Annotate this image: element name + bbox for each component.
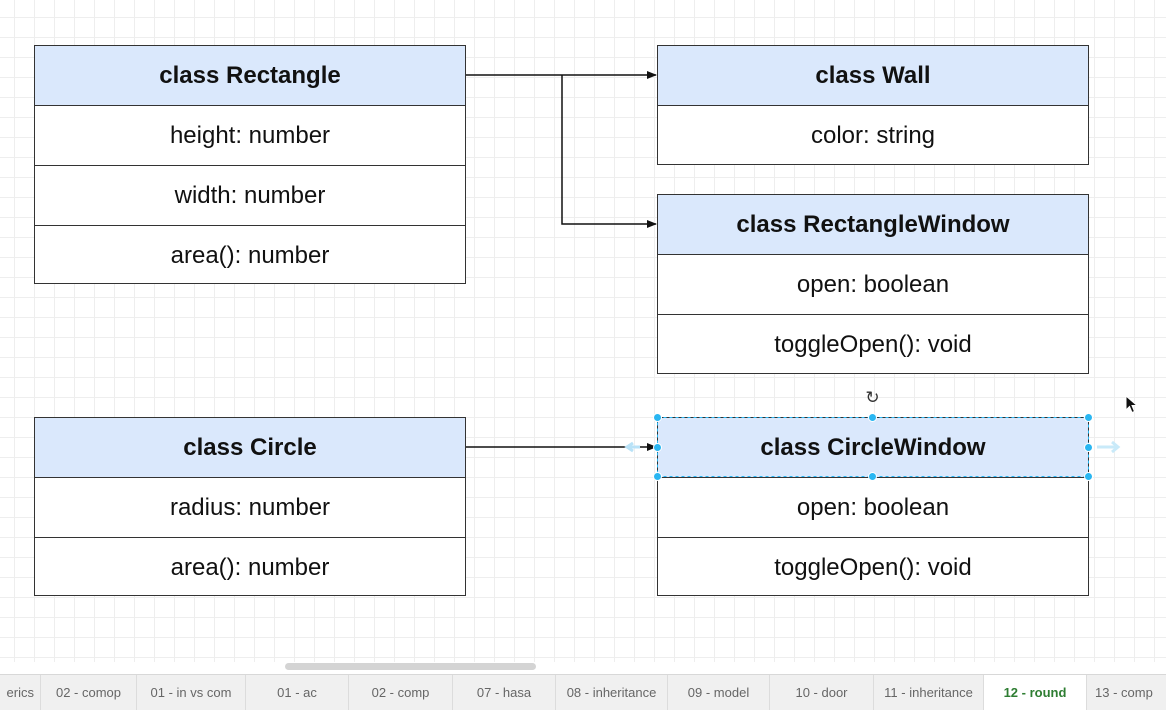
class-circle-method-area[interactable]: area(): number xyxy=(170,553,330,581)
resize-handle-bottom[interactable] xyxy=(868,472,877,481)
resize-handle-bottom-left[interactable] xyxy=(653,472,662,481)
resize-handle-top-right[interactable] xyxy=(1084,413,1093,422)
edge-rectangle-to-rectangle-window[interactable] xyxy=(561,75,657,228)
horizontal-scrollbar[interactable] xyxy=(285,663,536,670)
page-tab-13-comp[interactable]: 13 - comp xyxy=(1095,685,1153,700)
class-wall-field-color[interactable]: color: string xyxy=(810,121,936,149)
page-tab-01-ac[interactable]: 01 - ac xyxy=(246,675,349,710)
class-circle-window-box[interactable]: class CircleWindow open: boolean toggleO… xyxy=(657,417,1089,596)
page-tab-08-inheritance[interactable]: 08 - inheritance xyxy=(556,675,668,710)
class-circle-window-header[interactable]: class CircleWindow xyxy=(658,418,1088,478)
class-rectangle-window-method-toggle-open[interactable]: toggleOpen(): void xyxy=(774,330,972,358)
hover-arrow-right-icon[interactable] xyxy=(1097,440,1121,454)
resize-handle-top[interactable] xyxy=(868,413,877,422)
page-tab-02-comp[interactable]: 02 - comp xyxy=(349,675,453,710)
page-tab-01-in-vs-com[interactable]: 01 - in vs com xyxy=(137,675,246,710)
mouse-pointer-icon xyxy=(1125,395,1139,414)
class-circle-window-method-toggle-open[interactable]: toggleOpen(): void xyxy=(774,553,972,581)
class-rectangle-header[interactable]: class Rectangle xyxy=(35,46,465,106)
class-rectangle-window-box[interactable]: class RectangleWindow open: boolean togg… xyxy=(657,194,1089,374)
class-rectangle-box[interactable]: class Rectangle height: number width: nu… xyxy=(34,45,466,284)
class-rectangle-field-height[interactable]: height: number xyxy=(35,106,465,166)
class-circle-window-field-open[interactable]: open: boolean xyxy=(658,478,1088,538)
page-tab-erics[interactable]: erics xyxy=(0,675,41,710)
resize-handle-left[interactable] xyxy=(653,443,662,452)
resize-handle-right[interactable] xyxy=(1084,443,1093,452)
page-tab-10-door[interactable]: 10 - door xyxy=(770,675,874,710)
page-tab-12-round[interactable]: 12 - round xyxy=(984,675,1087,710)
class-circle-header[interactable]: class Circle xyxy=(35,418,465,478)
page-tab-11-inheritance[interactable]: 11 - inheritance xyxy=(874,675,984,710)
class-circle-field-radius[interactable]: radius: number xyxy=(35,478,465,538)
rotate-icon[interactable]: ↻ xyxy=(865,388,880,407)
class-rectangle-window-header[interactable]: class RectangleWindow xyxy=(658,195,1088,255)
class-wall-box[interactable]: class Wall color: string xyxy=(657,45,1089,165)
resize-handle-top-left[interactable] xyxy=(653,413,662,422)
resize-handle-bottom-right[interactable] xyxy=(1084,472,1093,481)
page-tab-02-comop[interactable]: 02 - comop xyxy=(41,675,137,710)
diagram-canvas[interactable]: class Rectangle height: number width: nu… xyxy=(0,0,1166,662)
page-tab-09-model[interactable]: 09 - model xyxy=(668,675,770,710)
page-tab-bar: erics 02 - comop 01 - in vs com 01 - ac … xyxy=(0,674,1166,710)
class-circle-box[interactable]: class Circle radius: number area(): numb… xyxy=(34,417,466,596)
class-wall-header[interactable]: class Wall xyxy=(658,46,1088,106)
class-rectangle-window-field-open[interactable]: open: boolean xyxy=(658,255,1088,315)
class-rectangle-method-area[interactable]: area(): number xyxy=(170,241,330,269)
class-rectangle-field-width[interactable]: width: number xyxy=(35,166,465,226)
page-tab-07-hasa[interactable]: 07 - hasa xyxy=(453,675,556,710)
